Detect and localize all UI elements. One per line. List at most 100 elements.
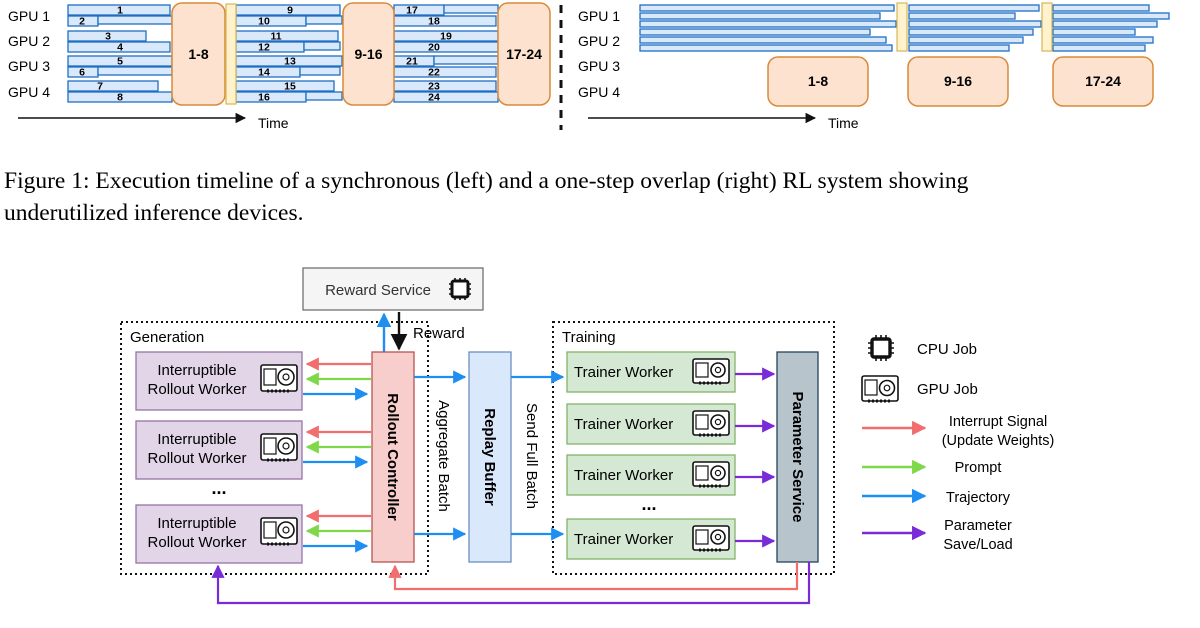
gpu-icon (260, 364, 298, 393)
legend-cpu-label: CPU Job (917, 341, 977, 358)
rollout-worker-label: Interruptible (157, 362, 236, 379)
rollout-bar (235, 30, 339, 42)
legend-parameter-label: Save/Load (943, 537, 1012, 553)
rollout-bar-number: 18 (428, 16, 440, 28)
training-label: Training (562, 329, 616, 346)
rollout-bar-number: 20 (428, 42, 440, 54)
rollout-bar-number: 12 (258, 42, 270, 54)
gpu-label-3-right: GPU 3 (578, 58, 620, 74)
rollout-bar-number: 23 (428, 81, 440, 93)
rollout-bar (303, 41, 341, 51)
rollout-worker-label: Interruptible (157, 431, 236, 448)
parameter-load-loop-arrow (211, 562, 811, 605)
rollout-bar (393, 4, 445, 16)
overlap-rollout-bar (1052, 44, 1146, 52)
rollout-bar-number: 22 (428, 67, 440, 79)
overlap-rollout-bar (908, 20, 1042, 28)
rollout-bar (235, 91, 307, 103)
overlap-rollout-bar (908, 12, 1016, 20)
worker-controller-arrows (303, 357, 371, 553)
rollout-worker-label: Rollout Worker (148, 534, 247, 551)
rollout-bar-number: 4 (117, 42, 123, 54)
parameter-service-label: Parameter Service (789, 392, 806, 523)
train-block-3 (497, 2, 551, 106)
train-block-3-right (1052, 56, 1154, 107)
rollout-bar (393, 66, 497, 78)
rollout-worker-2: Interruptible Rollout Worker (135, 420, 303, 480)
rollout-bar-number: 5 (117, 56, 123, 68)
rollout-bar-number: 24 (428, 92, 440, 104)
rollout-bar (67, 41, 171, 53)
time-label-left: Time (258, 115, 289, 131)
gpu-icon (260, 433, 298, 462)
legend-gpu-icon (861, 375, 899, 403)
train-block-1-right (767, 56, 869, 107)
rollout-bar-number: 15 (284, 81, 296, 93)
rollout-controller-label: Rollout Controller (384, 393, 401, 521)
replay-buffer-label: Replay Buffer (481, 408, 498, 506)
gpu-label-1-right: GPU 1 (578, 8, 620, 24)
rollout-bar-number: 10 (258, 16, 270, 28)
parameter-service-box (776, 351, 819, 563)
gpu-label-4-right: GPU 4 (578, 84, 620, 100)
overlap-rollout-bars (639, 4, 1170, 52)
trainer-worker-label: Trainer Worker (574, 467, 673, 484)
interrupt-loop-arrow (388, 562, 799, 591)
rollout-bar-number: 13 (284, 56, 296, 68)
train-block-label-1-right: 1-8 (808, 73, 828, 89)
overlap-rollout-bar (639, 28, 871, 36)
trainer-worker-1: Trainer Worker (566, 351, 736, 393)
rollout-bar-number: 8 (117, 92, 123, 104)
overlap-rollout-bar (639, 12, 881, 20)
overlap-rollout-bar (1052, 28, 1136, 36)
rollout-bar-number: 19 (440, 31, 452, 43)
gpu-icon (260, 517, 298, 546)
train-block-label-3: 17-24 (506, 46, 542, 62)
generation-group (120, 321, 429, 575)
rollout-bar (305, 15, 343, 25)
caption-line-1: Figure 1: Execution timeline of a synchr… (4, 168, 969, 194)
rollout-bar (443, 4, 499, 14)
reward-label: Reward (413, 325, 465, 342)
rollout-worker-3: Interruptible Rollout Worker (135, 504, 303, 564)
overlap-rollout-bar (908, 28, 1034, 36)
rollout-bar-number: 11 (270, 31, 281, 43)
rollout-worker-label: Interruptible (157, 515, 236, 532)
rollout-bar-number: 3 (105, 31, 111, 43)
train-block-label-2-right: 9-16 (944, 73, 972, 89)
architecture-diagram: Generation Training Reward Service Rewar… (120, 267, 835, 605)
trainer-worker-label: Trainer Worker (574, 531, 673, 548)
gpu-icon (692, 410, 730, 437)
overlap-rollout-bar (1052, 4, 1150, 12)
legend-gpu-label: GPU Job (917, 381, 978, 398)
rollout-bar (393, 91, 499, 103)
overlap-rollout-bar (639, 36, 887, 44)
rollout-worker-label: Rollout Worker (148, 381, 247, 398)
train-block-label-3-right: 17-24 (1085, 73, 1121, 89)
gpu-label-2: GPU 2 (8, 33, 50, 49)
legend-cpu-icon (868, 335, 894, 361)
rollout-bar (433, 55, 499, 65)
legend-interrupt-label: Interrupt Signal (949, 414, 1047, 430)
overlap-timeline: GPU 1 GPU 2 GPU 3 GPU 4 1-8 9-16 17-24 T… (578, 2, 1170, 131)
overlap-rollout-bar (1052, 20, 1158, 28)
rollout-bar-number: 1 (117, 5, 123, 17)
gpu-label-2-right: GPU 2 (578, 33, 620, 49)
rollout-bar-number: 17 (406, 5, 418, 17)
rollout-bar (97, 15, 173, 25)
update-block-2 (896, 2, 908, 52)
trainer-worker-2: Trainer Worker (566, 403, 736, 445)
rollout-bar (235, 41, 305, 53)
rollout-bar-number: 16 (258, 92, 270, 104)
trainer-worker-3: Trainer Worker (566, 454, 736, 496)
trainer-ellipsis: ... (641, 494, 656, 514)
overlap-rollout-bar (1052, 12, 1170, 20)
trainer-worker-label: Trainer Worker (574, 416, 673, 433)
rollout-worker-1: Interruptible Rollout Worker (135, 351, 303, 411)
overlap-rollout-bar (1052, 36, 1154, 44)
reward-service-label: Reward Service (325, 282, 431, 299)
rollout-bar (67, 80, 159, 92)
rollout-bar (299, 66, 341, 76)
rollout-bar (67, 4, 171, 16)
